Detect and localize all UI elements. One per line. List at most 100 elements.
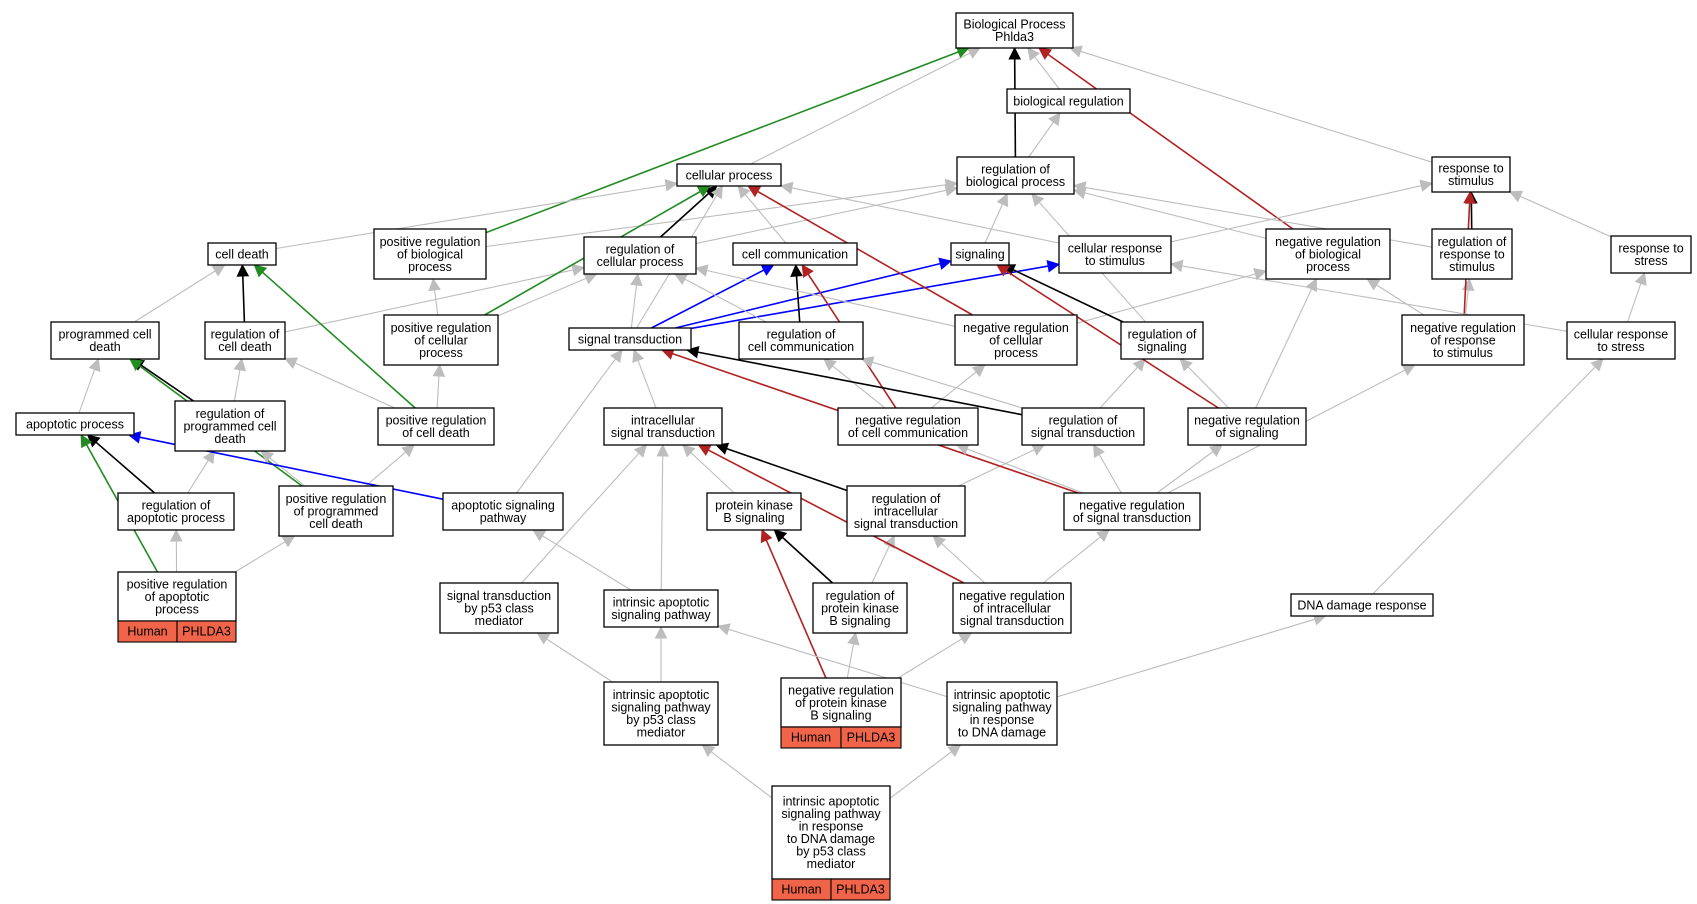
edge-arrowhead: [1093, 444, 1105, 459]
go-term-node-sig[interactable]: signaling: [950, 242, 1010, 266]
go-term-label-line: regulation of: [211, 328, 280, 342]
go-term-label-line: signaling: [1137, 340, 1186, 354]
edge-arrowhead: [656, 443, 670, 457]
edge-nrsig-to-nrbp: [1255, 277, 1318, 409]
go-term-label-line: cellular response: [1068, 242, 1163, 256]
go-term-node-ddr[interactable]: DNA damage response: [1290, 593, 1434, 617]
edge-arrowhead: [536, 632, 551, 645]
edge-arrowhead: [654, 625, 668, 639]
go-term-box: [952, 582, 1072, 634]
edge-nrpkb-to-rpkb: [846, 631, 860, 679]
go-term-label-line: apoptotic process: [26, 417, 124, 431]
edge-arrowhead: [694, 264, 709, 277]
go-term-label-line: signaling pathway: [611, 701, 711, 715]
edge-nrrs-to-nrbp: [1366, 278, 1425, 316]
edge-ist-to-st: [632, 348, 657, 409]
go-term-label-line: regulation of: [872, 492, 941, 506]
go-term-label-line: of biological: [397, 247, 463, 261]
go-term-label-line: intrinsic apoptotic: [613, 596, 710, 610]
edge-arrowhead: [169, 528, 183, 542]
go-term-label-line: B signaling: [829, 614, 890, 628]
edge-arrowhead: [1209, 444, 1223, 457]
edge-arrowhead: [847, 631, 860, 646]
go-term-label-line: intrinsic apoptotic: [783, 795, 880, 809]
go-term-label-line: of protein kinase: [795, 696, 887, 710]
go-term-box: [603, 589, 719, 628]
go-term-node-st[interactable]: signal transduction: [568, 327, 692, 351]
go-term-node-ap[interactable]: apoptotic process: [15, 412, 135, 436]
edge-arrowhead: [737, 185, 751, 199]
go-term-node-cc[interactable]: cell communication: [732, 242, 858, 266]
go-term-box: [676, 163, 782, 187]
edge-arrowhead: [88, 357, 101, 372]
edge-arrowhead: [260, 450, 275, 464]
edge-arrowhead: [1366, 278, 1381, 291]
edge-arrowhead: [80, 434, 93, 449]
edge-arrowhead: [801, 264, 814, 279]
go-term-node-breg[interactable]: biological regulation: [1006, 88, 1131, 114]
go-term-label-line: process: [408, 260, 452, 274]
edge-arrowhead: [711, 185, 723, 200]
go-term-label-line: of signaling: [1215, 426, 1278, 440]
edge-arrowhead: [1305, 277, 1318, 293]
go-term-node-cd[interactable]: cell death: [207, 242, 277, 266]
go-term-label-line: by p53 class: [626, 713, 695, 727]
go-term-label-line: regulation of: [826, 589, 895, 603]
go-term-label-line: Phlda3: [995, 30, 1034, 44]
go-term-label-line: negative regulation: [1410, 321, 1516, 335]
edge-st-to-sig: [675, 257, 953, 329]
edges-layer: [78, 45, 1647, 799]
gene-annotation-cell: [840, 726, 902, 749]
edge-arrowhead: [779, 181, 794, 195]
go-term-label-line: regulation of: [142, 499, 211, 513]
gene-annotation-cell: [830, 878, 891, 901]
go-term-box: [732, 242, 858, 266]
go-term-box: [568, 327, 692, 351]
edge-rpkb-to-pkb: [773, 529, 834, 584]
edge-nrpkb-to-nrist: [897, 632, 973, 679]
edge-stp53-to-ist: [521, 444, 648, 584]
edge-arrowhead: [129, 358, 144, 371]
go-term-node-cp[interactable]: cellular process: [676, 163, 782, 187]
go-term-label-line: to DNA damage: [787, 832, 875, 846]
edge-nrist-to-nrst: [1042, 529, 1110, 584]
